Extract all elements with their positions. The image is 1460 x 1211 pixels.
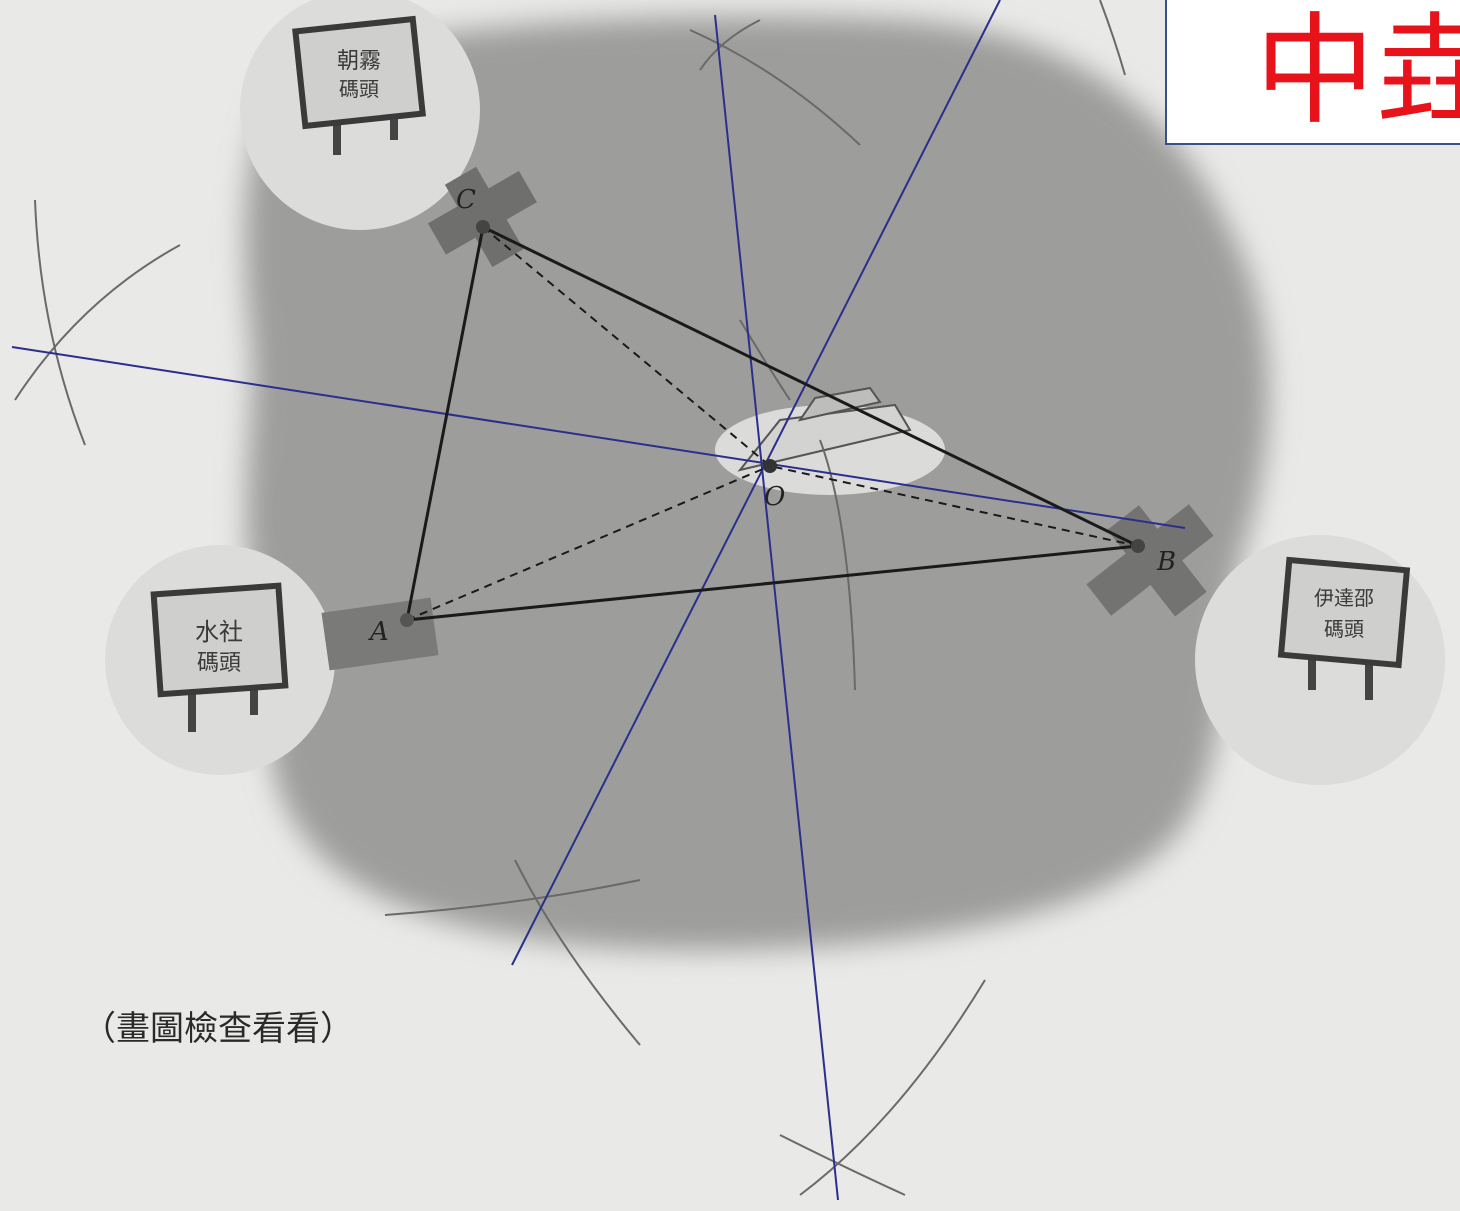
sign-right-line1: 伊達邵 [1314, 586, 1374, 610]
sign-right: 伊達邵 碼頭 [1277, 556, 1411, 700]
caption: （畫圖檢查看看） [82, 1009, 354, 1049]
stamp-box: 中垚 [1165, 0, 1460, 145]
sign-top: 朝霧 碼頭 [292, 15, 426, 155]
sign-top-line1: 朝霧 [337, 49, 381, 74]
triangle-abc [405, 224, 1144, 622]
dock-c [427, 166, 537, 268]
sign-top-line2: 碼頭 [339, 77, 379, 101]
label-c: C [456, 185, 476, 215]
compass-arcs [14, 0, 1126, 1196]
point-c [476, 220, 490, 234]
point-o [763, 459, 777, 473]
segment-oa [406, 465, 771, 621]
bisector-bc-line [511, 0, 1001, 966]
label-a: A [368, 617, 389, 647]
dashed-segments [406, 226, 1139, 621]
sign-right-line2: 碼頭 [1324, 617, 1364, 641]
label-o: O [764, 482, 785, 512]
bisector-ab-line [11, 346, 1186, 529]
segment-ob [769, 465, 1139, 547]
label-b: B [1156, 547, 1176, 577]
point-b [1131, 539, 1145, 553]
sign-left: 水社 碼頭 [150, 582, 289, 732]
dock-b [1086, 504, 1214, 617]
sign-left-line1: 水社 [195, 618, 243, 646]
stamp-text: 中垚 [1255, 2, 1460, 141]
bisector-ac-line [714, 14, 839, 1201]
point-a [400, 613, 414, 627]
segment-oc [482, 226, 771, 467]
bisector-lines [11, 0, 1186, 1201]
sign-left-line2: 碼頭 [197, 651, 241, 676]
